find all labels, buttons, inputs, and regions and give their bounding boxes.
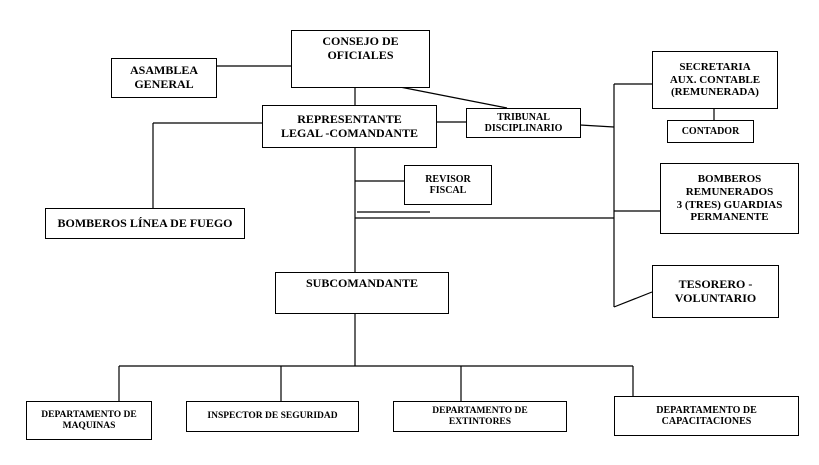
node-label: DEPARTAMENTO DE EXTINTORES <box>432 405 528 427</box>
node-subcomandante: SUBCOMANDANTE <box>275 272 449 314</box>
node-departamento-de-capacitaciones: DEPARTAMENTO DE CAPACITACIONES <box>614 396 799 436</box>
node-tribunal-disciplinario: TRIBUNAL DISCIPLINARIO <box>466 108 581 138</box>
node-bomberos-remunerados: BOMBEROS REMUNERADOS 3 (TRES) GUARDIAS P… <box>660 163 799 234</box>
node-consejo-de-oficiales: CONSEJO DE OFICIALES <box>291 30 430 88</box>
node-label: DEPARTAMENTO DE MAQUINAS <box>41 409 137 431</box>
node-label: REVISOR FISCAL <box>425 173 471 197</box>
node-label: TRIBUNAL DISCIPLINARIO <box>484 111 563 135</box>
node-representante-legal: REPRESENTANTE LEGAL -COMANDANTE <box>262 105 437 148</box>
node-revisor-fiscal: REVISOR FISCAL <box>404 165 492 205</box>
node-label: BOMBEROS REMUNERADOS 3 (TRES) GUARDIAS P… <box>676 173 783 224</box>
node-tesorero-voluntario: TESORERO - VOLUNTARIO <box>652 265 779 318</box>
node-label: REPRESENTANTE LEGAL -COMANDANTE <box>280 111 418 140</box>
node-label: TESORERO - VOLUNTARIO <box>674 276 757 305</box>
node-label: CONSEJO DE OFICIALES <box>322 34 399 62</box>
line-spine-tesorero <box>613 291 653 308</box>
node-label: SECRETARIA AUX. CONTABLE (REMUNERADA) <box>669 61 761 99</box>
line-tribunal-spine <box>579 124 615 128</box>
node-contador: CONTADOR <box>667 120 754 143</box>
node-inspector-de-seguridad: INSPECTOR DE SEGURIDAD <box>186 401 359 432</box>
node-secretaria-aux-contable: SECRETARIA AUX. CONTABLE (REMUNERADA) <box>652 51 778 109</box>
node-asamblea-general: ASAMBLEA GENERAL <box>111 58 217 98</box>
node-label: ASAMBLEA GENERAL <box>129 63 198 91</box>
node-label: BOMBEROS LÍNEA DE FUEGO <box>57 215 233 230</box>
node-label: INSPECTOR DE SEGURIDAD <box>207 411 338 422</box>
node-departamento-de-extintores: DEPARTAMENTO DE EXTINTORES <box>393 401 567 432</box>
node-departamento-de-maquinas: DEPARTAMENTO DE MAQUINAS <box>26 401 152 440</box>
line-consejo-tribunal <box>399 86 508 109</box>
node-label: DEPARTAMENTO DE CAPACITACIONES <box>656 404 757 428</box>
node-label: SUBCOMANDANTE <box>305 276 418 290</box>
node-bomberos-linea-de-fuego: BOMBEROS LÍNEA DE FUEGO <box>45 208 245 239</box>
node-label: CONTADOR <box>681 125 740 137</box>
